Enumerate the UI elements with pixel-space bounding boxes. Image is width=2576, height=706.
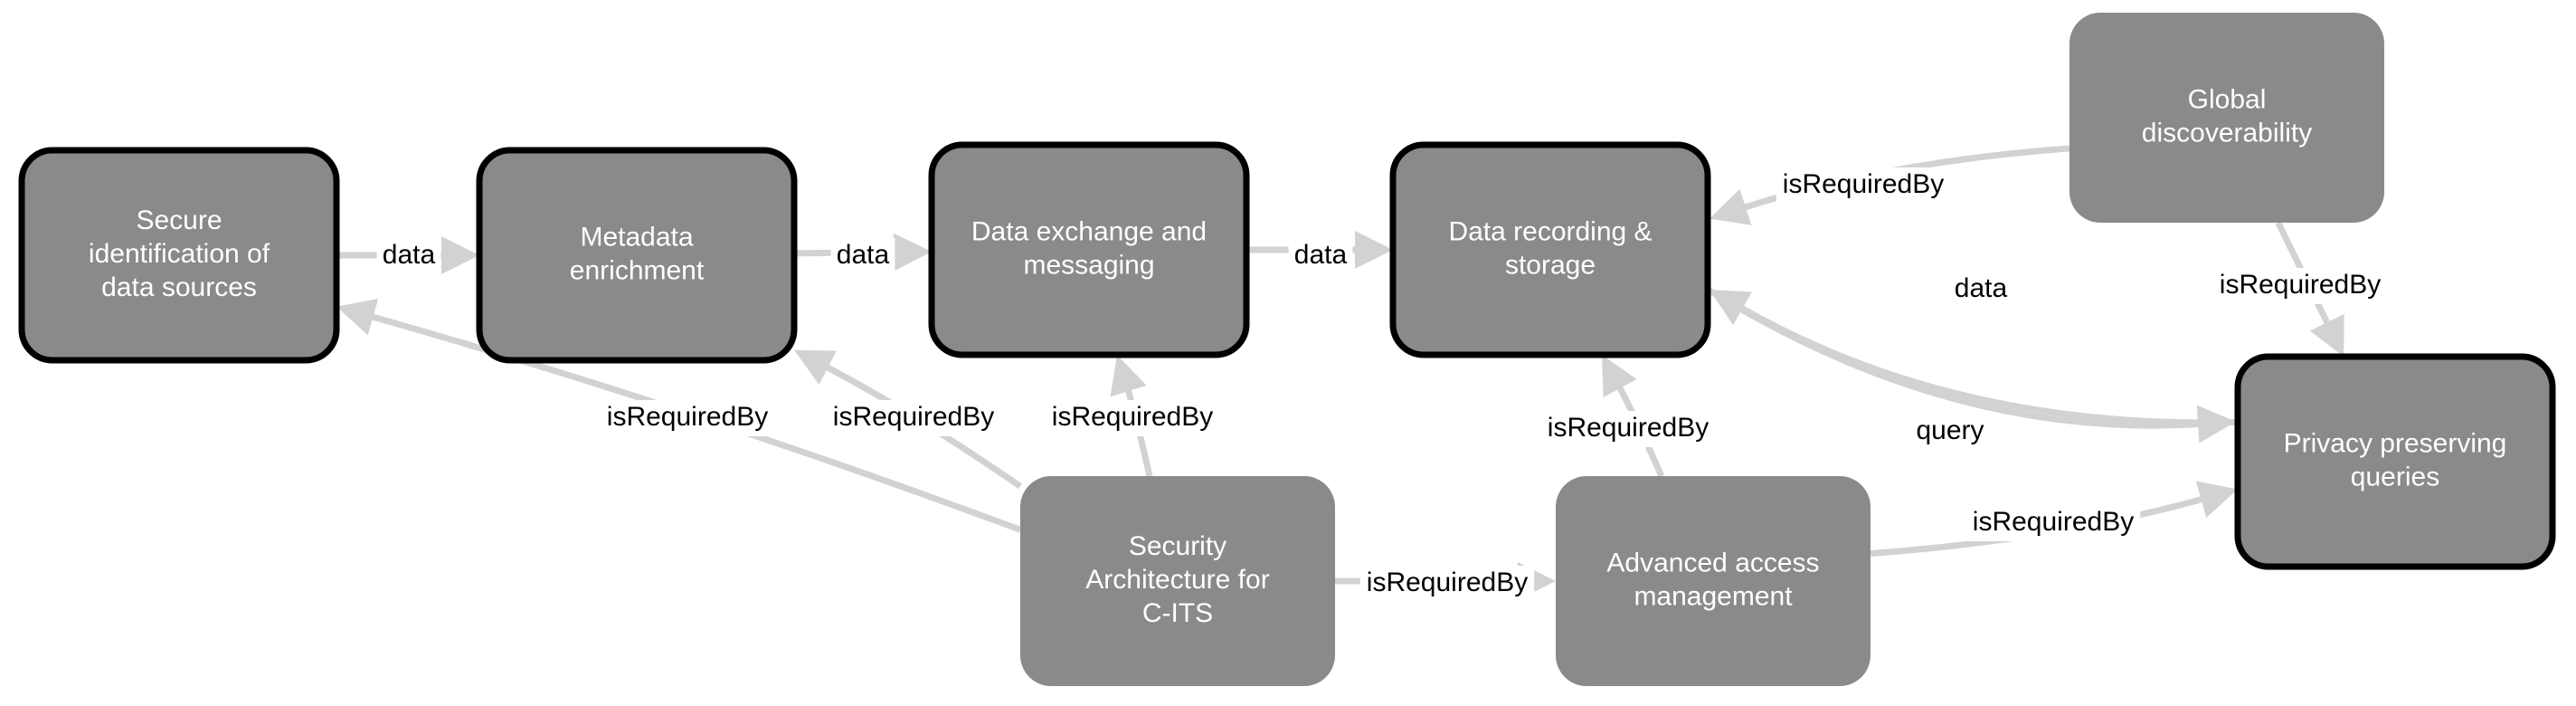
edge-arrowhead	[1602, 355, 1637, 397]
edge-label: isRequiredBy	[1052, 402, 1213, 432]
node-label-line: Advanced access	[1606, 548, 1819, 577]
node-label-line: data sources	[101, 272, 257, 302]
edge-label: query	[1916, 415, 1984, 445]
edge-arrowhead	[441, 236, 479, 274]
node-data-recording-storage[interactable]: Data recording & storage	[1389, 141, 1711, 358]
edge-label: isRequiredBy	[1783, 169, 1944, 199]
edge-arrowhead	[794, 349, 837, 385]
edge-label-backdrop	[376, 238, 441, 274]
edge-arrowhead	[1709, 290, 1752, 326]
node-privacy-preserving-queries[interactable]: Privacy preserving queries	[2234, 353, 2556, 570]
edge-label-backdrop	[1045, 400, 1220, 436]
node-label-line: Secure	[136, 205, 222, 235]
edge-label: isRequiredBy	[607, 402, 768, 432]
edge-label-backdrop	[1776, 167, 1951, 204]
node-box[interactable]	[1556, 476, 1870, 686]
edge-label: isRequiredBy	[1973, 507, 2134, 537]
edge-label: isRequiredBy	[833, 402, 994, 432]
edge-label: isRequiredBy	[1367, 568, 1528, 597]
node-label-line: discoverability	[2142, 118, 2312, 148]
node-box[interactable]	[1020, 476, 1335, 686]
edge-label: data	[837, 240, 890, 270]
edge-label-backdrop	[2212, 268, 2388, 304]
node-label-line: Privacy preserving	[2284, 428, 2507, 458]
edge-label-backdrop	[830, 238, 895, 274]
node-label-line: identification of	[89, 239, 270, 269]
node-box[interactable]	[476, 147, 798, 364]
edge-privacy-preserving-queries-to-data-recording-storage	[1738, 304, 2239, 426]
node-label-line: Global	[2188, 84, 2267, 114]
node-box[interactable]	[2234, 353, 2556, 570]
edge-label-backdrop	[826, 400, 1001, 436]
edge-label-backdrop	[1948, 272, 2013, 308]
edge-label: data	[1955, 273, 2008, 303]
node-box[interactable]	[928, 141, 1250, 358]
edge-label-backdrop	[1359, 566, 1535, 602]
edge-arrowhead	[2195, 481, 2238, 519]
node-label-line: Architecture for	[1085, 565, 1269, 595]
node-global-discoverability[interactable]: Global discoverability	[2069, 13, 2384, 223]
node-data-exchange-messaging[interactable]: Data exchange and messaging	[928, 141, 1250, 358]
node-advanced-access-management[interactable]: Advanced access management	[1556, 476, 1870, 686]
edge-arrowhead	[893, 233, 932, 272]
node-label-line: Data recording &	[1448, 216, 1652, 246]
node-label-line: C-ITS	[1142, 598, 1213, 628]
edge-label-backdrop	[600, 400, 775, 436]
edge-label: isRequiredBy	[2220, 270, 2381, 300]
edge-label: data	[1294, 240, 1348, 270]
node-label-line: enrichment	[570, 255, 705, 285]
edge-label-backdrop	[1911, 414, 1989, 450]
node-label-line: Data exchange and	[971, 216, 1207, 246]
node-label-line: Security	[1129, 531, 1226, 561]
node-box[interactable]	[2069, 13, 2384, 223]
edge-arrowhead	[1355, 231, 1393, 269]
node-label-line: storage	[1505, 250, 1596, 280]
edge-label-backdrop	[1965, 505, 2141, 541]
edge-label: data	[383, 240, 436, 270]
edge-label: isRequiredBy	[1548, 413, 1709, 443]
edge-arrowhead	[336, 298, 379, 336]
edge-arrowhead	[2309, 314, 2344, 357]
node-label-line: Metadata	[580, 222, 693, 252]
edge-arrowhead	[1110, 355, 1147, 397]
edge-arrowhead	[1709, 188, 1752, 225]
edge-data-recording-storage-to-privacy-preserving-queries	[1706, 286, 2202, 429]
node-label-line: management	[1634, 581, 1793, 611]
edge-label-backdrop	[1288, 238, 1353, 274]
node-label-line: messaging	[1023, 250, 1154, 280]
node-box[interactable]	[1389, 141, 1711, 358]
edge-label-backdrop	[1540, 411, 1716, 447]
node-box[interactable]	[18, 147, 340, 364]
edge-labels-layer: data data data isRequiredBy isRequiredBy isRe…	[376, 167, 2388, 602]
node-label-line: queries	[2351, 462, 2439, 491]
